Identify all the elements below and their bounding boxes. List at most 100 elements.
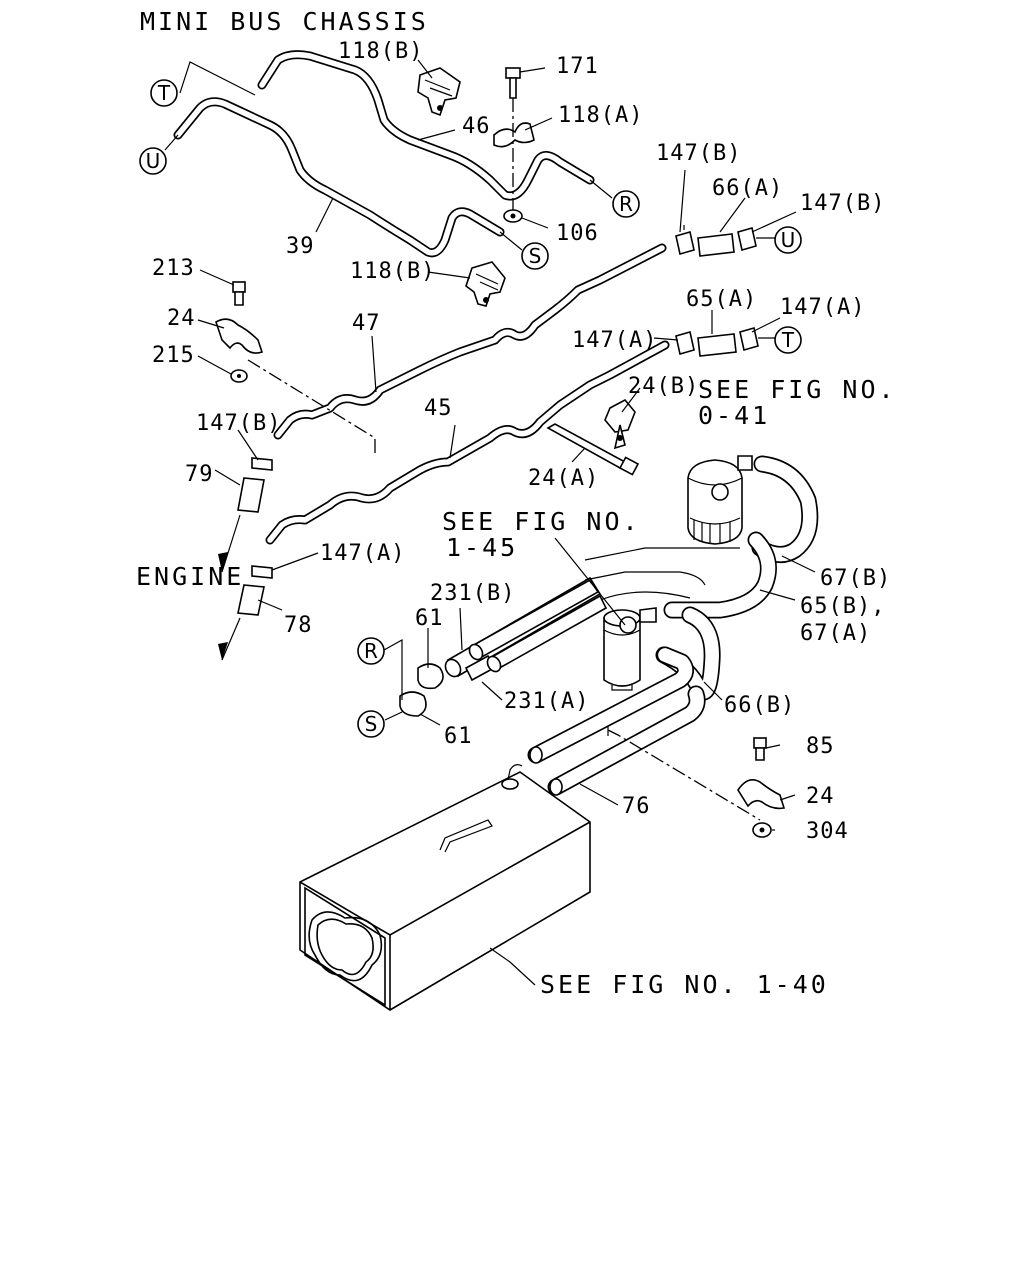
- clamp-147a-a: [675, 330, 695, 356]
- cable-tie-24a: [546, 423, 640, 476]
- see-fig-145-line2: 1-45: [446, 533, 518, 562]
- washer-106: [503, 209, 523, 223]
- clip-24b: [604, 398, 636, 450]
- clamp-61-low: [399, 691, 427, 717]
- clamp-147b-b: [737, 226, 757, 252]
- label-65a: 65(A): [686, 287, 757, 312]
- clamp-24-right: [737, 779, 786, 810]
- see-fig-140: SEE FIG NO. 1-40: [540, 970, 829, 999]
- label-78: 78: [284, 613, 313, 638]
- pipe-231a: [464, 594, 608, 682]
- label-147b-top-right: 147(B): [800, 191, 885, 216]
- bolt-85: [753, 737, 767, 761]
- pipe-47: [273, 243, 667, 440]
- pipe-46: [257, 50, 595, 201]
- label-147b-top-left: 147(B): [656, 141, 741, 166]
- canister: [687, 455, 753, 545]
- label-engine: ENGINE: [136, 562, 244, 591]
- label-106: 106: [556, 221, 599, 246]
- clamp-24-left: [215, 318, 264, 354]
- label-215: 215: [152, 343, 195, 368]
- bolt-213: [232, 281, 246, 306]
- label-85: 85: [806, 734, 835, 759]
- clamp-61-top: [417, 663, 444, 690]
- clamp-118a: [493, 122, 535, 148]
- label-76: 76: [622, 794, 651, 819]
- label-118a: 118(A): [558, 103, 643, 128]
- hose-65a: [697, 333, 737, 357]
- callout-r: R: [612, 190, 640, 218]
- label-171: 171: [556, 54, 599, 79]
- callout-u: U: [139, 147, 167, 175]
- clip-118b-mid: [465, 261, 506, 307]
- hose-67b: [751, 455, 819, 563]
- pipe-76: [527, 646, 706, 796]
- callout-s2-text: S: [365, 712, 378, 736]
- label-24-left: 24: [167, 306, 196, 331]
- clamp-147a-b: [739, 326, 759, 352]
- label-304: 304: [806, 819, 849, 844]
- label-147a-left: 147(A): [572, 328, 657, 353]
- pipe-45: [265, 340, 670, 545]
- callout-s-text: S: [529, 244, 542, 268]
- label-118b-mid: 118(B): [350, 259, 435, 284]
- bolt-171: [505, 67, 521, 99]
- callout-r-text: R: [619, 192, 633, 216]
- label-46: 46: [462, 114, 491, 139]
- label-213: 213: [152, 256, 195, 281]
- label-147a-low: 147(A): [320, 541, 405, 566]
- label-24a: 24(A): [528, 466, 599, 491]
- clip-118b-top: [417, 67, 461, 117]
- label-24-right: 24: [806, 784, 835, 809]
- label-118b-top: 118(B): [338, 39, 423, 64]
- callout-u-right: U: [774, 226, 802, 254]
- hose-79: [237, 477, 265, 513]
- callout-u-text: U: [146, 149, 161, 173]
- clamp-147b-left: [251, 457, 273, 471]
- label-61-low: 61: [444, 724, 473, 749]
- clamp-147a-low: [251, 565, 273, 579]
- hose-65b: [663, 531, 777, 619]
- label-45: 45: [424, 396, 453, 421]
- callout-t-right: T: [774, 326, 802, 354]
- hose-66a: [697, 233, 735, 257]
- callout-u2-text: U: [781, 228, 796, 252]
- diagram-title: MINI BUS CHASSIS: [140, 7, 429, 36]
- callout-s-low: S: [357, 710, 385, 738]
- pipe-39: [173, 97, 505, 258]
- callout-s: S: [521, 242, 549, 270]
- label-66a: 66(A): [712, 176, 783, 201]
- label-147b-left: 147(B): [196, 411, 281, 436]
- callout-r-low: R: [357, 637, 385, 665]
- label-67a: 67(A): [800, 621, 871, 646]
- label-231b: 231(B): [430, 581, 515, 606]
- see-fig-041-line1: SEE FIG NO.: [698, 375, 897, 404]
- nut-215: [230, 369, 248, 383]
- hose-78: [237, 584, 265, 616]
- see-fig-145-line1: SEE FIG NO.: [442, 507, 641, 536]
- label-67b: 67(B): [820, 566, 891, 591]
- fuel-filter: [603, 607, 657, 691]
- label-39: 39: [286, 234, 315, 259]
- tube-to-canister: [584, 547, 740, 601]
- fuel-tank: [299, 764, 591, 1011]
- label-61-top: 61: [415, 606, 444, 631]
- label-147a-right: 147(A): [780, 295, 865, 320]
- clamp-147b-a: [675, 225, 695, 256]
- callout-t2-text: T: [781, 328, 795, 352]
- label-231a: 231(A): [504, 689, 589, 714]
- callout-t: T: [150, 79, 178, 107]
- nut-304: [752, 822, 772, 838]
- leader-lines: [197, 59, 816, 986]
- label-24b: 24(B): [628, 374, 699, 399]
- label-79: 79: [185, 462, 214, 487]
- label-66b: 66(B): [724, 693, 795, 718]
- pipe-231b: [444, 576, 602, 678]
- label-65b: 65(B),: [800, 594, 885, 619]
- callout-r2-text: R: [364, 639, 378, 663]
- label-47: 47: [352, 311, 381, 336]
- see-fig-041-line2: 0-41: [698, 401, 770, 430]
- callout-t-text: T: [157, 81, 171, 105]
